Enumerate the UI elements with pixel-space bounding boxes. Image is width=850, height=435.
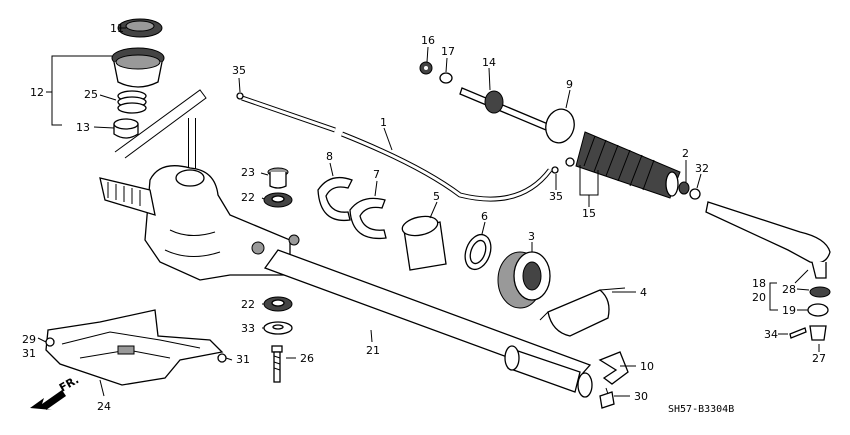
callout-5: 5 [433,190,440,203]
part-28-seal [809,286,831,298]
part-29-bolt [45,337,55,347]
callout-13: 13 [76,121,90,134]
callout-17: 17 [441,45,455,58]
part-13-rack-guide [113,118,139,139]
part-6-ring [464,233,492,271]
part-21-rack-tube [263,249,593,398]
part-5-sleeve [401,215,447,271]
callout-4: 4 [640,286,647,299]
callout-9: 9 [566,78,573,91]
callout-15: 15 [582,207,596,220]
direction-label: FR. [57,373,81,394]
callout-29: 29 [22,333,36,346]
part-8-clamp [317,176,353,222]
part-3-bushing [497,251,551,309]
part-25-spring [117,90,147,114]
part-2-nut [678,181,690,195]
callout-7: 7 [373,168,380,181]
callout-34: 34 [764,328,778,341]
callout-16: 16 [421,34,435,47]
part-26-bolt [271,345,283,383]
part-35-clip-left [236,92,244,100]
guide-bracket-line [114,89,207,159]
part-17-washer [439,72,453,84]
part-35-clip-right [551,166,559,174]
callout-21: 21 [366,344,380,357]
callout-35-right: 35 [549,190,563,203]
part-30-bolt [599,387,615,409]
part-1-hose [241,95,552,202]
callout-19: 19 [782,304,796,317]
callout-31-right: 31 [236,353,250,366]
callout-24: 24 [97,400,111,413]
callout-25: 25 [84,88,98,101]
callout-14: 14 [482,56,496,69]
part-24-heat-shield [45,309,224,386]
callout-35-left: 35 [232,64,246,77]
part-27-nut [809,325,827,341]
callout-labels: 11 12 25 13 35 16 17 14 9 1 8 7 23 22 5 … [22,22,826,413]
callout-8: 8 [326,150,333,163]
part-12-housing-cap [111,47,165,88]
diagram-code: SH57-B3304B [668,404,734,415]
part-22-seal-lower [263,296,293,312]
leader-lines [37,27,820,397]
part-32-washer [689,188,701,200]
callout-27: 27 [812,352,826,365]
part-22-seal-upper [263,192,293,208]
callout-3: 3 [528,230,535,243]
callout-26: 26 [300,352,314,365]
callout-28: 28 [782,283,796,296]
callout-30: 30 [634,390,648,403]
part-4-bracket [539,287,626,337]
part-7-clamp [349,197,387,240]
part-15-boot [575,131,681,199]
callout-6: 6 [481,210,488,223]
part-34-cotter-pin [789,327,807,339]
callout-33: 33 [241,322,255,335]
part-31-bolt [217,353,227,363]
part-14-tie-rod [459,87,549,131]
fr-arrow [30,390,66,410]
part-15-clip [565,157,575,167]
callout-11: 11 [110,22,124,35]
callout-1: 1 [380,116,387,129]
callout-20: 20 [752,291,766,304]
callout-2: 2 [682,147,689,160]
callout-31-left: 31 [22,347,36,360]
callout-23: 23 [241,166,255,179]
callout-12: 12 [30,86,44,99]
callout-10: 10 [640,360,654,373]
part-19-boot [807,303,829,317]
part-33-washer [263,321,293,335]
callout-22-upper: 22 [241,191,255,204]
part-16-nut [419,61,433,75]
callout-22-lower: 22 [241,298,255,311]
part-10-clamp [598,351,629,385]
gear-box-housing [99,118,300,281]
part-23-grommet [267,167,289,189]
part-9-band [545,108,575,144]
callout-18: 18 [752,277,766,290]
part-11-cap [117,18,163,38]
callout-32: 32 [695,162,709,175]
part-18-tie-rod-end [705,201,831,279]
